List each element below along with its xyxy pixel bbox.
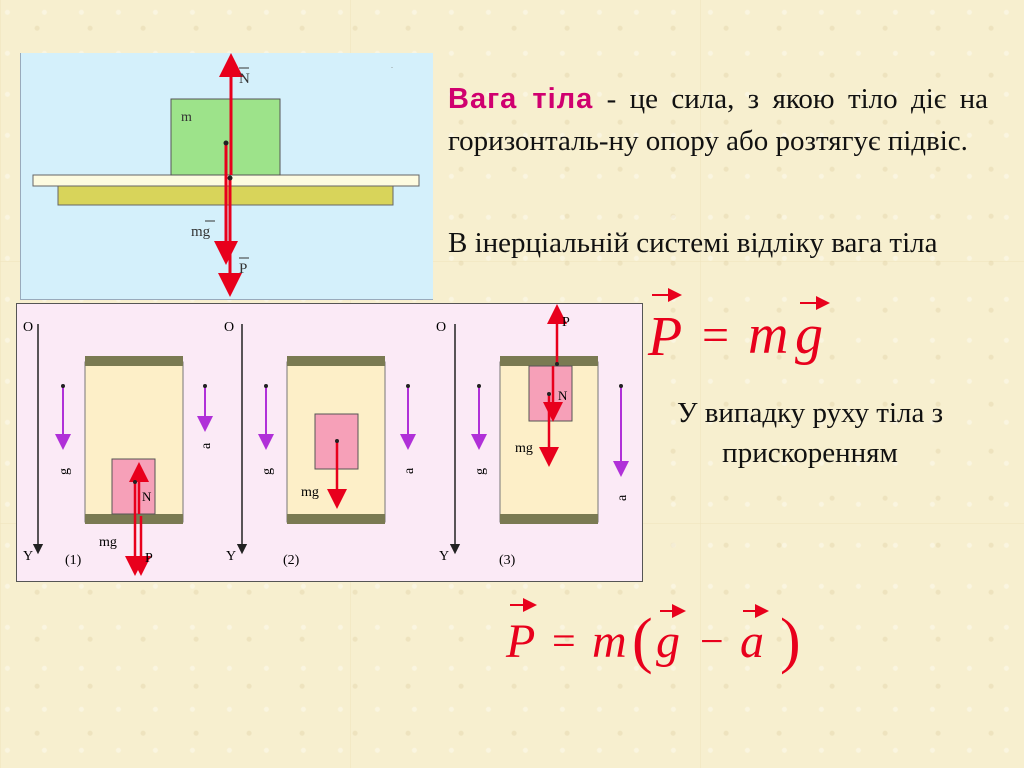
formula-weight: P = m g: [640, 285, 840, 368]
contact-dot: [227, 175, 233, 181]
mass-dot-1: [133, 480, 137, 484]
formula-equals: =: [702, 309, 729, 362]
a-dot-3: [619, 384, 623, 388]
formula2-m: m: [592, 615, 627, 668]
y-label-3: Y: [439, 549, 449, 564]
inertial-paragraph: В інерціальній системі відліку вага тіла: [448, 227, 938, 259]
elevator-diagram-svg: O Y g N mg P a (1) O Y: [23, 304, 630, 576]
mg-label-3: mg: [515, 441, 533, 456]
formula2-P: P: [505, 615, 535, 668]
formula2-open-paren: (: [632, 607, 653, 675]
N-label-3: N: [558, 388, 568, 403]
mg-label-2: mg: [301, 485, 319, 500]
g-dot-3: [477, 384, 481, 388]
elevator-diagram: O Y g N mg P a (1) O Y: [16, 303, 643, 582]
formula2-minus: −: [700, 619, 724, 665]
a-label-2: a: [402, 467, 417, 474]
cabin-ceiling-1: [85, 356, 183, 366]
definition-term: Вага тіла: [448, 83, 594, 115]
support-diagram-svg: m N mg P .: [32, 53, 420, 297]
a-label-3: a: [615, 494, 630, 501]
elevator-case-2: O Y g mg a (2): [224, 320, 417, 568]
center-of-mass-dot: [223, 140, 229, 146]
label-m: m: [181, 110, 192, 125]
origin-1: O: [23, 320, 33, 335]
mass-dot-2: [335, 439, 339, 443]
P-label-3: P: [562, 315, 570, 330]
definition-text: - це сила, з якою тіло діє на горизонтал…: [448, 83, 988, 157]
case-label-3: (3): [499, 553, 516, 568]
formula2-g: g: [656, 615, 680, 668]
label-mg: mg: [191, 224, 211, 240]
block-1: [111, 458, 156, 515]
a-label-1: a: [199, 442, 214, 449]
cabin-floor-3: [500, 514, 598, 524]
origin-2: O: [224, 320, 234, 335]
cabin-ceiling-3: [500, 356, 598, 366]
cabin-ceiling-2: [287, 356, 385, 366]
mg-label-1: mg: [99, 535, 117, 550]
case-label-1: (1): [65, 553, 82, 568]
contact-dot-3: [555, 362, 559, 366]
formula-accelerated-weight: P = m ( g − a ): [500, 595, 810, 675]
g-dot-2: [264, 384, 268, 388]
formula-P: P: [647, 306, 682, 365]
corner-mark: .: [391, 61, 393, 70]
cabin-floor-2: [287, 514, 385, 524]
a-dot-2: [406, 384, 410, 388]
y-label-2: Y: [226, 549, 236, 564]
elevator-case-3: O Y g P N mg a (3): [436, 304, 630, 568]
support-diagram: m N mg P .: [20, 53, 433, 300]
acceleration-note: У випадку руху тіла з прискоренням: [676, 397, 944, 469]
N-label-1: N: [142, 489, 152, 504]
formula-g: g: [795, 304, 823, 365]
case-label-2: (2): [283, 553, 300, 568]
origin-3: O: [436, 320, 446, 335]
formula-weight-svg: P = m g: [647, 288, 830, 368]
y-label-1: Y: [23, 549, 33, 564]
mass-dot-3: [547, 392, 551, 396]
formula-accelerated-weight-svg: P = m ( g − a ): [505, 598, 801, 675]
formula2-a: a: [740, 615, 764, 668]
formula-m: m: [748, 304, 788, 365]
label-N: N: [239, 71, 250, 87]
P-label-1: P: [145, 551, 153, 566]
formula2-close-paren: ): [780, 607, 801, 675]
a-dot-1: [203, 384, 207, 388]
g-label-1: g: [57, 468, 72, 475]
g-label-3: g: [473, 468, 488, 475]
g-label-2: g: [260, 468, 275, 475]
elevator-case-1: O Y g N mg P a (1): [23, 320, 214, 576]
formula2-equals: =: [552, 619, 576, 665]
g-dot-1: [61, 384, 65, 388]
definition-paragraph: Вага тіла - це сила, з якою тіло діє на …: [448, 78, 988, 162]
label-P: P: [239, 261, 247, 277]
